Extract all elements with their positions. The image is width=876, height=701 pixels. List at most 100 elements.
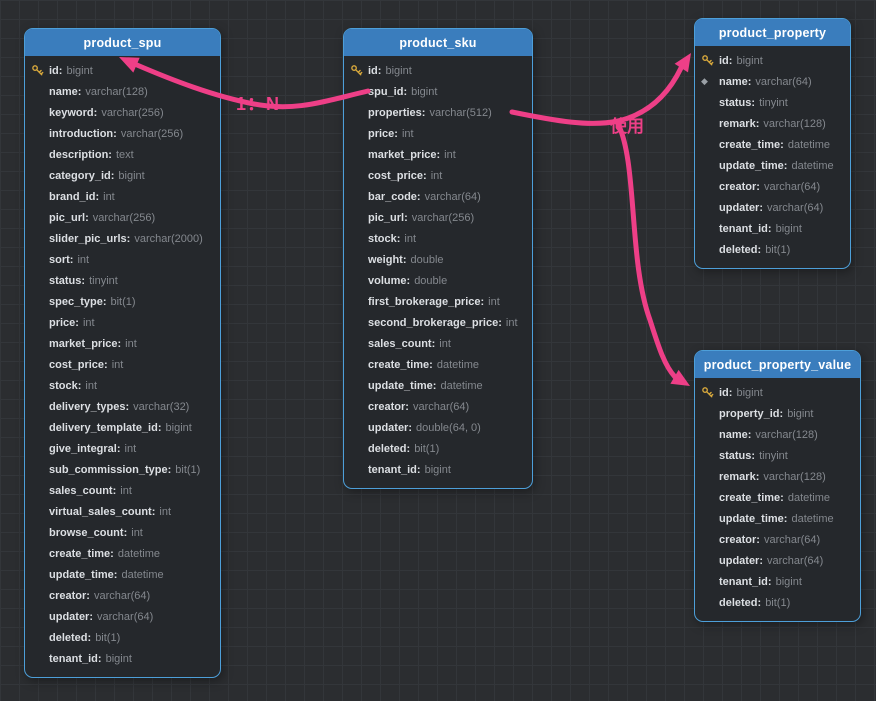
field-row[interactable]: slider_pic_urlsvarchar(2000) <box>25 228 220 249</box>
table-title[interactable]: product_sku <box>344 29 532 56</box>
field-row[interactable]: brand_idint <box>25 186 220 207</box>
field-row[interactable]: spu_idbigint <box>344 81 532 102</box>
field-type: varchar(64) <box>764 534 820 546</box>
field-row[interactable]: pic_urlvarchar(256) <box>344 207 532 228</box>
field-row[interactable]: namevarchar(128) <box>25 81 220 102</box>
field-row[interactable]: cost_priceint <box>344 165 532 186</box>
field-name: name <box>49 86 81 98</box>
field-row[interactable]: create_timedatetime <box>25 543 220 564</box>
field-type: varchar(64) <box>425 191 481 203</box>
field-row[interactable]: sales_countint <box>25 480 220 501</box>
field-row[interactable]: tenant_idbigint <box>344 459 532 480</box>
field-row[interactable]: statustinyint <box>25 270 220 291</box>
field-row[interactable]: update_timedatetime <box>695 155 850 176</box>
field-name: introduction <box>49 128 117 140</box>
field-row[interactable]: create_timedatetime <box>695 134 850 155</box>
table-product_sku[interactable]: product_sku idbigintspu_idbigintpropertie… <box>343 28 533 489</box>
field-name: creator <box>368 401 409 413</box>
field-type: bigint <box>736 387 762 399</box>
field-name: cost_price <box>368 170 427 182</box>
field-type: datetime <box>440 380 482 392</box>
field-row[interactable]: property_idbigint <box>695 403 860 424</box>
field-row[interactable]: cost_priceint <box>25 354 220 375</box>
field-row[interactable]: propertiesvarchar(512) <box>344 102 532 123</box>
field-type: varchar(256) <box>121 128 183 140</box>
field-row[interactable]: introduction varchar(256) <box>25 123 220 144</box>
field-row[interactable]: tenant_idbigint <box>25 648 220 669</box>
primary-key-icon <box>701 386 719 399</box>
primary-key-icon <box>701 54 714 67</box>
table-title[interactable]: product_spu <box>25 29 220 56</box>
field-row[interactable]: spec_typebit(1) <box>25 291 220 312</box>
field-row[interactable]: deletedbit(1) <box>25 627 220 648</box>
field-row[interactable]: creator varchar(64) <box>695 529 860 550</box>
field-row[interactable]: update_timedatetime <box>695 508 860 529</box>
field-row[interactable]: volumedouble <box>344 270 532 291</box>
field-row[interactable]: stockint <box>344 228 532 249</box>
field-row[interactable]: create_timedatetime <box>344 354 532 375</box>
field-row[interactable]: remarkvarchar(128) <box>695 113 850 134</box>
field-row[interactable]: sales_countint <box>344 333 532 354</box>
field-type: varchar(64) <box>767 555 823 567</box>
field-row[interactable]: idbigint <box>344 60 532 81</box>
field-row[interactable]: delivery_typesvarchar(32) <box>25 396 220 417</box>
field-row[interactable]: updatervarchar(64) <box>25 606 220 627</box>
field-row[interactable]: statustinyint <box>695 92 850 113</box>
field-row[interactable]: idbigint <box>25 60 220 81</box>
field-row[interactable]: delivery_template_idbigint <box>25 417 220 438</box>
field-row[interactable]: browse_countint <box>25 522 220 543</box>
field-name: status <box>719 97 755 109</box>
field-row[interactable]: stockint <box>25 375 220 396</box>
field-row[interactable]: tenant_idbigint <box>695 218 850 239</box>
field-type: datetime <box>791 160 833 172</box>
field-row[interactable]: sub_commission_typebit(1) <box>25 459 220 480</box>
field-name: updater <box>49 611 93 623</box>
field-row[interactable]: updatervarchar(64) <box>695 197 850 218</box>
field-row[interactable]: bar_codevarchar(64) <box>344 186 532 207</box>
table-title[interactable]: product_property <box>695 19 850 46</box>
field-row[interactable]: ◆namevarchar(64) <box>695 71 850 92</box>
field-row[interactable]: market_priceint <box>344 144 532 165</box>
field-row[interactable]: creatorvarchar(64) <box>344 396 532 417</box>
field-row[interactable]: creatorvarchar(64) <box>25 585 220 606</box>
field-name: creator <box>719 534 760 546</box>
field-row[interactable]: deletedbit(1) <box>344 438 532 459</box>
field-row[interactable]: idbigint <box>695 382 860 403</box>
field-row[interactable]: remarkvarchar(128) <box>695 466 860 487</box>
table-product_property[interactable]: product_propertyidbigint◆namevarchar(64)… <box>694 18 851 269</box>
field-row[interactable]: second_brokerage_priceint <box>344 312 532 333</box>
field-row[interactable]: priceint <box>25 312 220 333</box>
field-row[interactable]: give_integralint <box>25 438 220 459</box>
field-row[interactable]: keywordvarchar(256) <box>25 102 220 123</box>
table-product_property_value[interactable]: product_property_value idbigintproperty_i… <box>694 350 861 622</box>
field-row[interactable]: deletedbit(1) <box>695 239 850 260</box>
table-product_spu[interactable]: product_spu idbigintnamevarchar(128)keywo… <box>24 28 221 678</box>
field-row[interactable]: create_timedatetime <box>695 487 860 508</box>
field-list: idbigint◆namevarchar(64)statustinyintrem… <box>695 46 850 268</box>
field-row[interactable]: market_priceint <box>25 333 220 354</box>
field-row[interactable]: sortint <box>25 249 220 270</box>
field-row[interactable]: weightdouble <box>344 249 532 270</box>
field-row[interactable]: creatorvarchar(64) <box>695 176 850 197</box>
field-name: deleted <box>368 443 410 455</box>
field-row[interactable]: descriptiontext <box>25 144 220 165</box>
field-row[interactable]: tenant_idbigint <box>695 571 860 592</box>
field-row[interactable]: pic_urlvarchar(256) <box>25 207 220 228</box>
field-row[interactable]: category_idbigint <box>25 165 220 186</box>
field-row[interactable]: updaterdouble(64, 0) <box>344 417 532 438</box>
field-row[interactable]: virtual_sales_countint <box>25 501 220 522</box>
field-row[interactable]: statustinyint <box>695 445 860 466</box>
field-name: remark <box>719 471 759 483</box>
field-row[interactable]: updatervarchar(64) <box>695 550 860 571</box>
field-row[interactable]: deletedbit(1) <box>695 592 860 613</box>
field-row[interactable]: namevarchar(128) <box>695 424 860 445</box>
field-row[interactable]: priceint <box>344 123 532 144</box>
table-title[interactable]: product_property_value <box>695 351 860 378</box>
field-row[interactable]: first_brokerage_priceint <box>344 291 532 312</box>
field-row[interactable]: idbigint <box>695 50 850 71</box>
field-name: tenant_id <box>719 223 772 235</box>
field-row[interactable]: update_timedatetime <box>25 564 220 585</box>
field-name: market_price <box>368 149 440 161</box>
field-row[interactable]: update_timedatetime <box>344 375 532 396</box>
